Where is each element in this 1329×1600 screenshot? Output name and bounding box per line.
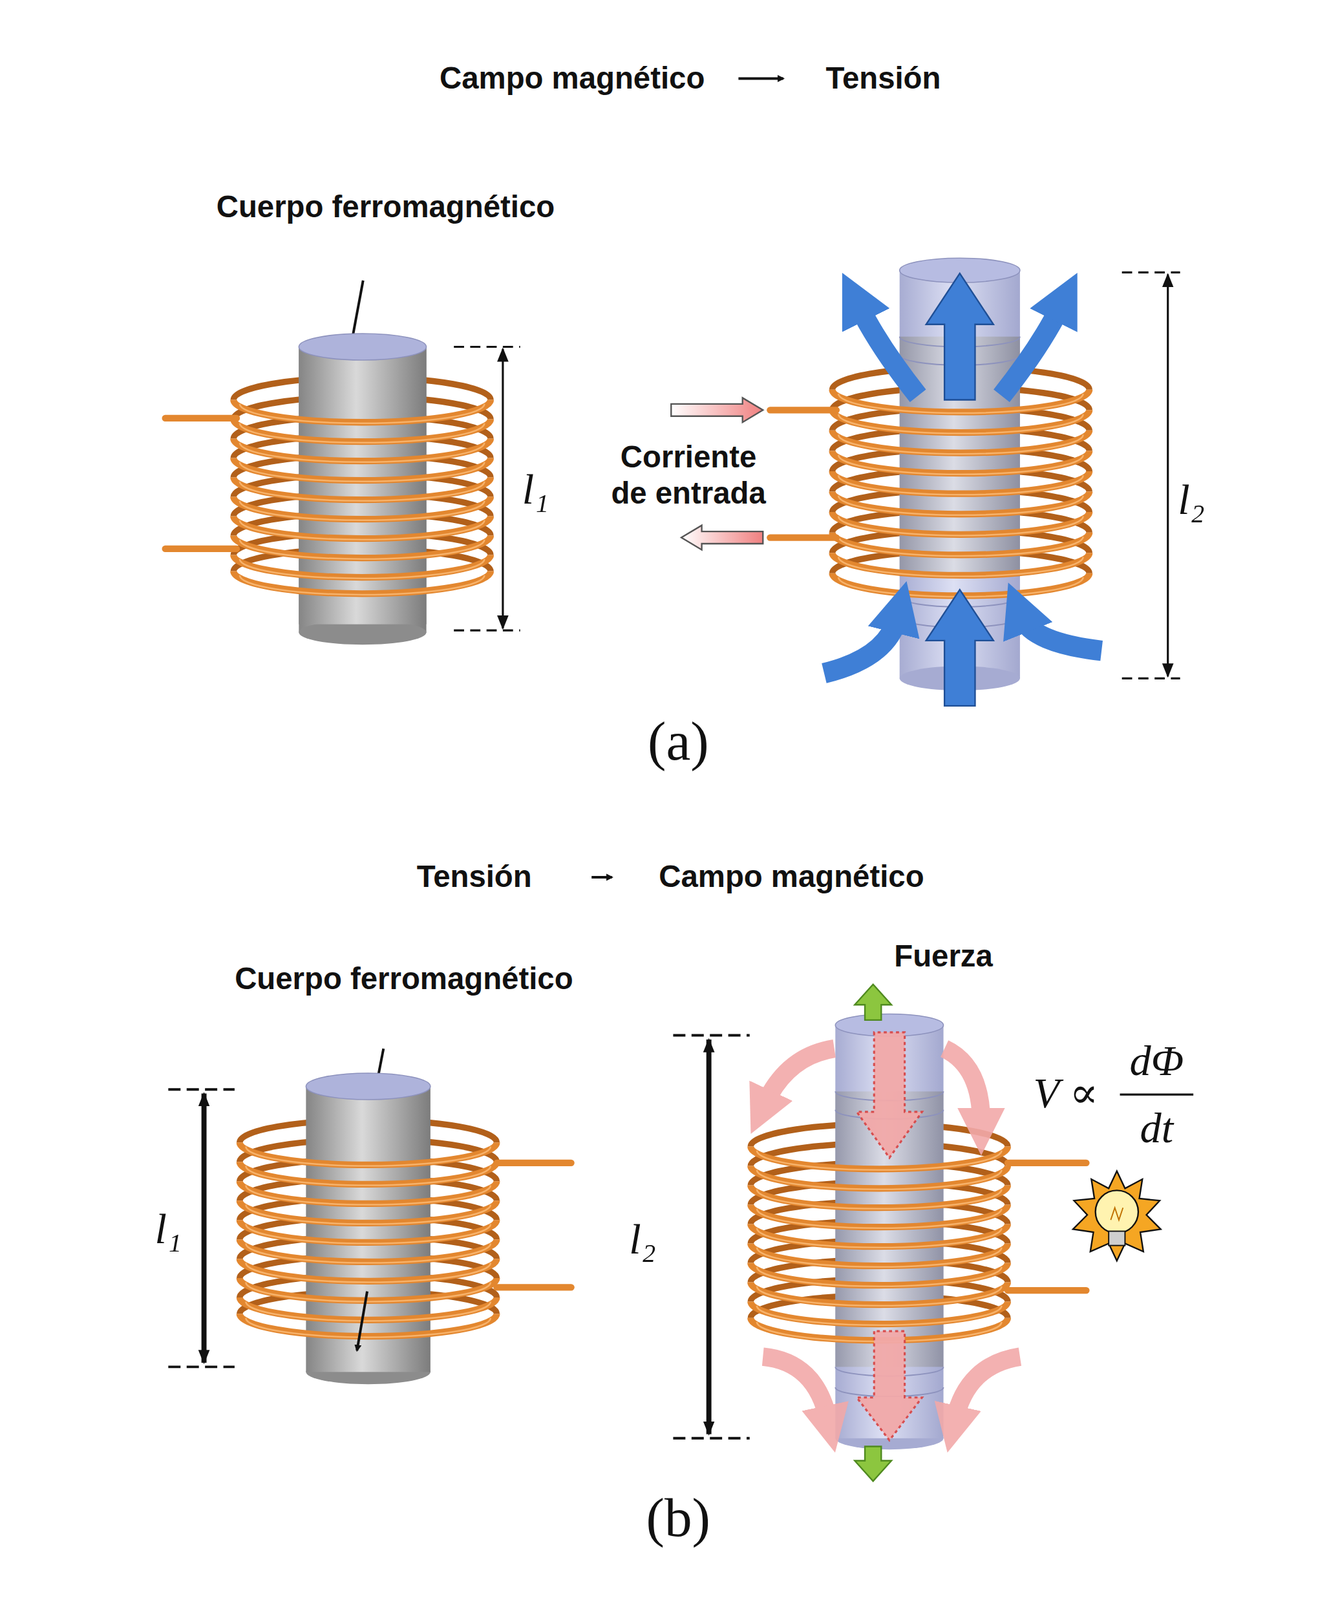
part-label: Cuerpo ferromagnético [216,189,555,225]
signal-label: Corriente de entrada [601,440,776,511]
heading-text: Campo magnético [658,859,924,895]
dimension-l2 [1122,272,1181,679]
formula-text: dΦ [1129,1036,1185,1086]
coil-leads [769,409,837,538]
dimension-label: l₁ [522,464,549,514]
coil-leads [165,418,237,549]
coil-front [750,1146,1008,1342]
coil-front [239,1142,498,1337]
dimension-label: l₁ [155,1204,182,1254]
coil-leads [496,1162,571,1288]
formula-text: dt [1140,1103,1174,1153]
panel-label: (a) [647,709,710,774]
formula-text: V ∝ [1033,1068,1099,1118]
light-bulb [1073,1170,1161,1261]
dimension-label: l₂ [1177,475,1205,525]
force-label: Fuerza [893,939,993,975]
heading-text: Campo magnético [439,60,705,96]
dimension-l1 [453,346,521,631]
magnetic-flux-arrows [824,273,1102,706]
leader-arrow [356,1291,368,1351]
panel-label: (b) [646,1486,711,1550]
part-label: Cuerpo ferromagnético [234,961,573,997]
heading-text: Tensión [825,60,941,96]
heading-arrow [738,77,783,81]
ferromagnetic-cylinder [298,333,426,645]
stretched-cylinder [835,1013,944,1450]
heading-text: Tensión [416,859,532,895]
dimension-label: l₂ [628,1214,656,1264]
dimension-l2 [672,1035,750,1439]
fraction-bar [1120,1093,1194,1096]
coil-front [233,400,491,595]
coil-front [832,389,1090,597]
force-arrows [854,984,892,1481]
heading-arrow [591,875,613,879]
induced-flux-arrows [762,1032,1021,1441]
leader-arrow [351,280,363,341]
